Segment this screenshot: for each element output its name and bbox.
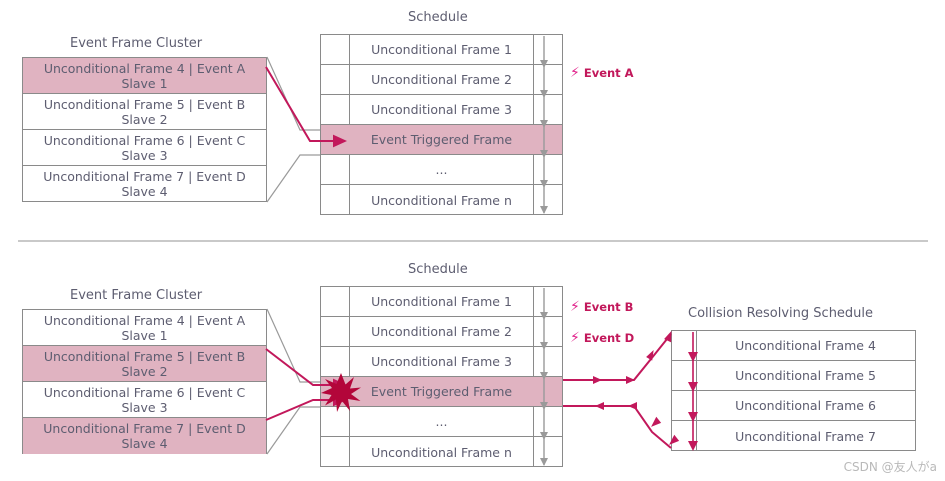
top-cluster-row-frame-label: Unconditional Frame 6 | Event C [43,132,246,148]
bottom-schedule-row: Unconditional Frame 1 [321,287,562,317]
bottom-cluster-row-slave-label: Slave 4 [121,436,168,451]
bottom-cluster-row-slave-label: Slave 3 [121,399,168,415]
lightning-bolt-icon: ⚡ [570,330,580,346]
top-cluster-title: Event Frame Cluster [70,36,203,51]
top-schedule-row-label: Unconditional Frame 3 [371,102,512,117]
bottom-event-label-b: ⚡ Event B [570,300,633,314]
lightning-bolt-icon: ⚡ [570,299,580,315]
top-cluster-row-slave-label: Slave 4 [121,184,168,199]
bottom-schedule-row-label: Unconditional Frame 2 [371,324,512,339]
bottom-cluster-row-frame-label: Unconditional Frame 5 | Event B [43,348,246,364]
collision-resolving-schedule-table: Unconditional Frame 4 Unconditional Frame… [671,330,916,451]
top-schedule-row: ... [321,155,562,185]
bottom-cluster-row-slave-label: Slave 1 [121,327,168,343]
top-event-label-a: ⚡ Event A [570,66,634,80]
bottom-schedule-row-label: ... [435,414,448,429]
top-cluster-row-slave-label: Slave 2 [121,111,168,127]
top-schedule-row: Unconditional Frame 2 [321,65,562,95]
top-cluster-funnel [266,56,320,203]
top-cluster-row-frame-label: Unconditional Frame 7 | Event D [43,169,246,184]
bottom-cluster-row-frame-label: Unconditional Frame 6 | Event C [43,384,246,400]
top-cluster-row-slave-label: Slave 3 [121,147,168,163]
bottom-cluster-row-frame-label: Unconditional Frame 4 | Event A [43,312,246,328]
top-schedule-row-label: Unconditional Frame n [371,192,512,208]
top-event-label-a-text: Event A [583,66,634,80]
top-cluster-row-slave-label: Slave 1 [121,75,168,91]
bottom-cluster-row-slave-label: Slave 2 [121,363,168,379]
bottom-scenario-panel: Event Frame Cluster Unconditional Frame … [0,252,945,481]
top-cluster-row-frame-label: Unconditional Frame 5 | Event B [43,96,246,112]
top-scenario-panel: Event Frame Cluster Unconditional Frame … [0,0,945,240]
top-schedule-title: Schedule [408,10,468,25]
bottom-schedule-table: Unconditional Frame 1 Unconditional Frame… [320,286,563,467]
top-cluster-row-frame-label: Unconditional Frame 4 | Event A [43,60,246,76]
collision-schedule-row-label: Unconditional Frame 6 [735,398,876,413]
collision-schedule-row: Unconditional Frame 7 [672,421,915,451]
top-schedule-row: Event Triggered Frame [321,125,562,155]
top-schedule-row-label: Unconditional Frame 1 [371,42,512,57]
bottom-schedule-row: Unconditional Frame 2 [321,317,562,347]
bottom-schedule-row-label: Unconditional Frame 1 [371,294,512,309]
bottom-schedule-row-label: Unconditional Frame n [371,444,512,460]
top-schedule-row: Unconditional Frame n [321,185,562,215]
bottom-schedule-row-label: Event Triggered Frame [370,384,513,399]
top-schedule-table: Unconditional Frame 1 Unconditional Frame… [320,34,563,215]
collision-schedule-row: Unconditional Frame 6 [672,391,915,421]
bottom-schedule-row: ... [321,407,562,437]
top-schedule-row: Unconditional Frame 3 [321,95,562,125]
collision-schedule-row: Unconditional Frame 4 [672,331,915,361]
bottom-event-label-d-text: Event D [583,331,635,345]
top-schedule-row-label: Event Triggered Frame [370,132,513,147]
collision-to-schedule-arrow [563,405,672,449]
watermark: CSDN @友人がa [843,460,937,474]
bottom-cluster-title: Event Frame Cluster [70,288,203,303]
bottom-schedule-row: Unconditional Frame 3 [321,347,562,377]
collision-schedule-row-label: Unconditional Frame 7 [735,428,876,444]
collision-schedule-title: Collision Resolving Schedule [688,306,874,321]
lightning-bolt-icon: ⚡ [570,65,580,81]
bottom-schedule-title: Schedule [408,262,468,277]
top-schedule-row-label: ... [435,162,448,177]
top-schedule-row: Unconditional Frame 1 [321,35,562,65]
collision-schedule-row-label: Unconditional Frame 5 [735,368,876,383]
bottom-event-label-d: ⚡ Event D [570,331,634,345]
bottom-cluster-funnel [266,308,320,455]
collision-to-schedule-arrowheads [595,402,680,445]
top-schedule-row-label: Unconditional Frame 2 [371,72,512,87]
collision-left-rail [672,331,697,450]
panel-divider [18,240,928,242]
bottom-schedule-row-label: Unconditional Frame 3 [371,354,512,369]
bottom-cluster-row-frame-label: Unconditional Frame 7 | Event D [43,421,246,436]
bottom-event-label-b-text: Event B [583,300,634,314]
collision-schedule-row-label: Unconditional Frame 4 [735,338,876,353]
bottom-schedule-row: Unconditional Frame n [321,437,562,467]
collision-schedule-row: Unconditional Frame 5 [672,361,915,391]
bottom-schedule-row: Event Triggered Frame [321,377,562,407]
